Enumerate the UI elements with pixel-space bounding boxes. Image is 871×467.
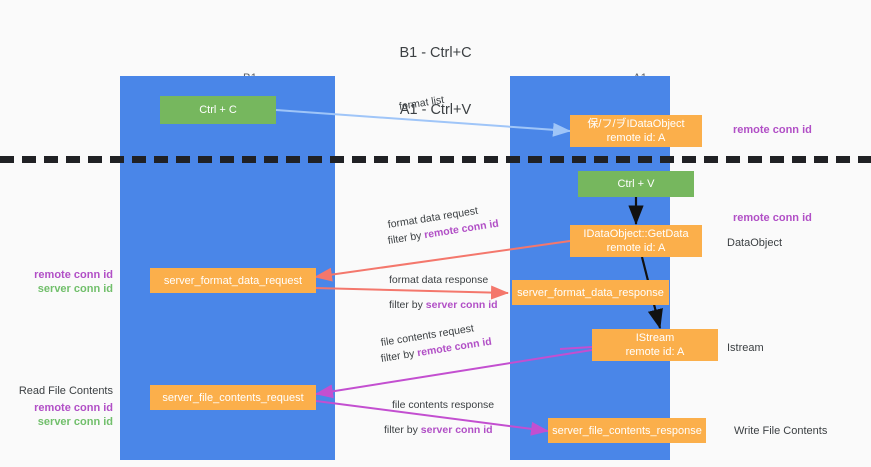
edge-label-format-data-response-filter-prefix: filter by bbox=[389, 299, 426, 311]
node-server-format-data-request[interactable]: server_format_data_request bbox=[150, 268, 316, 293]
node-ctrl-c-label: Ctrl + C bbox=[199, 104, 237, 116]
phase-divider bbox=[0, 156, 871, 163]
edge-label-file-contents-response-text: file contents response bbox=[392, 399, 495, 411]
node-ctrl-v-label: Ctrl + V bbox=[617, 178, 655, 190]
edge-label-file-contents-response: file contents response filter by server … bbox=[384, 398, 495, 438]
node-ctrl-v[interactable]: Ctrl + V bbox=[578, 171, 694, 197]
node-getdata-label: IDataObject::GetData bbox=[583, 228, 689, 240]
annotation-left-mid-remote-conn-id: remote conn id bbox=[34, 269, 113, 281]
node-file-response-label: server_file_contents_response bbox=[552, 424, 702, 437]
node-server-file-contents-response[interactable]: server_file_contents_response bbox=[548, 418, 706, 443]
node-istream-sub: remote id: A bbox=[625, 346, 685, 358]
edge-label-file-contents-request: file contents request filter by remote c… bbox=[380, 322, 493, 367]
node-getdata-sub: remote id: A bbox=[606, 242, 666, 254]
node-ctrl-c[interactable]: Ctrl + C bbox=[160, 96, 276, 124]
edge-label-file-contents-response-filter-prefix: filter by bbox=[384, 424, 421, 436]
annotation-left-bottom-remote-conn-id: remote conn id bbox=[34, 402, 113, 414]
node-idataobject-label: 保/フ/ヺIDataObject bbox=[587, 118, 685, 130]
node-istream[interactable]: IStream remote id: A bbox=[592, 329, 718, 361]
node-format-request-label: server_format_data_request bbox=[163, 274, 303, 287]
annotation-left-mid-server-conn-id: server conn id bbox=[37, 283, 113, 295]
annotation-left-middle-group: remote conn id server conn id bbox=[0, 268, 113, 296]
node-format-response-label: server_format_data_response bbox=[517, 286, 664, 299]
diagram-title-line1: B1 - Ctrl+C bbox=[399, 45, 472, 61]
annotation-write-file-contents: Write File Contents bbox=[734, 425, 828, 437]
annotation-left-bottom-group: remote conn id server conn id bbox=[0, 401, 113, 429]
node-idataobject-sub: remote id: A bbox=[606, 132, 666, 144]
node-server-file-contents-request[interactable]: server_file_contents_request bbox=[150, 385, 316, 410]
node-file-request-label: server_file_contents_request bbox=[162, 391, 304, 404]
edge-label-format-data-response-text: format data response bbox=[389, 274, 489, 286]
annotation-remote-conn-id-mid: remote conn id bbox=[733, 212, 812, 224]
edge-label-format-data-response-filter-key: server conn id bbox=[425, 299, 498, 311]
node-idataobject[interactable]: 保/フ/ヺIDataObject remote id: A bbox=[570, 115, 702, 147]
edge-label-format-data-request: format data request filter by remote con… bbox=[387, 205, 500, 249]
edge-label-format-data-response: format data response filter by server co… bbox=[389, 273, 498, 313]
node-istream-label: IStream bbox=[635, 332, 675, 344]
edge-label-file-contents-response-filter-key: server conn id bbox=[420, 424, 493, 436]
annotation-remote-conn-id-top: remote conn id bbox=[733, 124, 812, 136]
annotation-read-file-contents: Read File Contents bbox=[18, 385, 113, 397]
annotation-left-bottom-server-conn-id: server conn id bbox=[37, 416, 113, 428]
annotation-istream: Istream bbox=[727, 342, 764, 354]
annotation-dataobject: DataObject bbox=[727, 237, 783, 249]
node-idataobject-getdata[interactable]: IDataObject::GetData remote id: A bbox=[570, 225, 702, 257]
node-server-format-data-response[interactable]: server_format_data_response bbox=[512, 280, 669, 305]
edge-label-format-list: format list bbox=[398, 94, 445, 115]
